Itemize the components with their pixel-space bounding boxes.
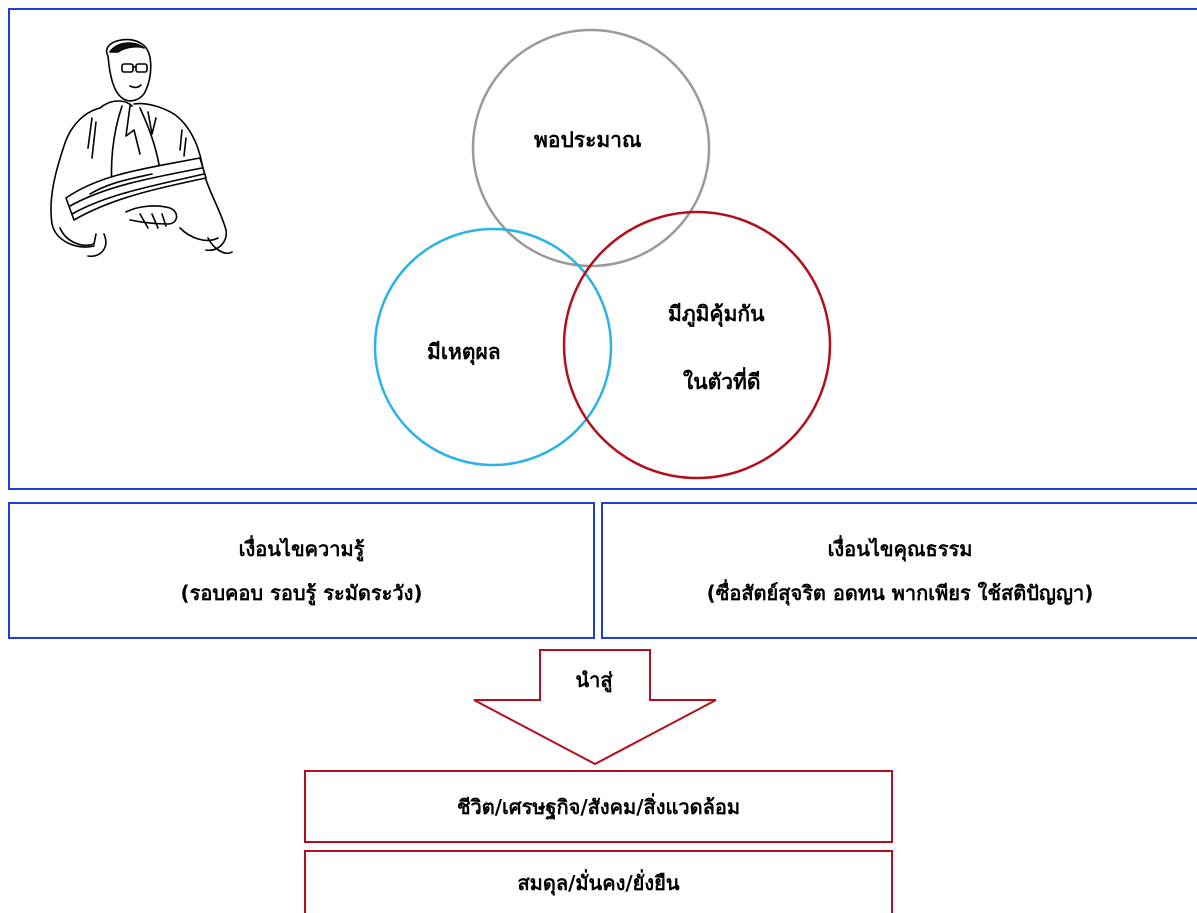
venn-label-reasonableness: มีเหตุผล bbox=[427, 340, 501, 364]
diagram-frame bbox=[8, 8, 1197, 490]
venn-circle-right bbox=[562, 210, 832, 480]
king-portrait-illustration bbox=[50, 38, 233, 258]
result-box-domains: ชีวิต/เศรษฐกิจ/สังคม/สิ่งแวดล้อม bbox=[304, 770, 893, 843]
knowledge-condition-title: เงื่อนไขความรู้ bbox=[238, 536, 365, 561]
venn-label-immunity-line2: ในตัวที่ดี bbox=[683, 370, 761, 394]
morality-condition-detail: (ซื่อสัตย์สุจริต อดทน พากเพียร ใช้สติปัญ… bbox=[706, 580, 1094, 605]
venn-label-moderation: พอประมาณ bbox=[534, 128, 642, 152]
arrow-label-leads-to: นำสู่ bbox=[575, 668, 613, 692]
venn-circle-left bbox=[373, 227, 613, 467]
result-box-outcomes: สมดุล/มั่นคง/ยั่งยืน bbox=[304, 850, 893, 913]
knowledge-condition-detail: (รอบคอบ รอบรู้ ระมัดระวัง) bbox=[180, 580, 423, 605]
morality-condition-box: เงื่อนไขคุณธรรม (ซื่อสัตย์สุจริต อดทน พา… bbox=[601, 502, 1197, 639]
venn-label-immunity-line1: มีภูมิคุ้มกัน bbox=[668, 302, 765, 326]
down-arrow bbox=[473, 649, 717, 766]
morality-condition-title: เงื่อนไขคุณธรรม bbox=[827, 536, 973, 561]
result-domains-text: ชีวิต/เศรษฐกิจ/สังคม/สิ่งแวดล้อม bbox=[456, 794, 741, 819]
knowledge-condition-box: เงื่อนไขความรู้ (รอบคอบ รอบรู้ ระมัดระวั… bbox=[8, 502, 595, 639]
result-outcomes-text: สมดุล/มั่นคง/ยั่งยืน bbox=[517, 870, 680, 895]
